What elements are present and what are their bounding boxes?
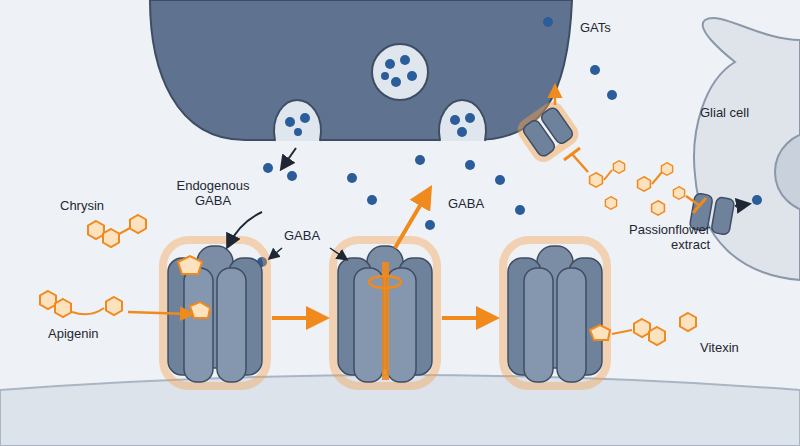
extract-label: Passionflower extract (600, 222, 710, 252)
presynaptic-terminal (150, 0, 572, 140)
gaba-a-receptor (338, 246, 432, 382)
compound-label: Chrysin (60, 198, 104, 213)
vitexin-molecule (590, 313, 696, 345)
gat-transporter (519, 103, 578, 161)
molecule-label: GABA (284, 228, 320, 243)
gaba-a-receptor (508, 246, 602, 382)
molecule-label: GABA (448, 196, 484, 211)
apigenin-molecule (40, 291, 210, 318)
transporter-label: GATs (580, 20, 611, 35)
compound-label: Vitexin (700, 340, 739, 355)
compound-label: Apigenin (48, 326, 99, 341)
passionflower-molecules (564, 148, 706, 215)
cell-label: Glial cell (700, 105, 749, 120)
chrysin-molecule (88, 215, 202, 274)
gaba-molecules (257, 17, 762, 269)
molecule-label: Endogenous GABA (168, 178, 258, 208)
